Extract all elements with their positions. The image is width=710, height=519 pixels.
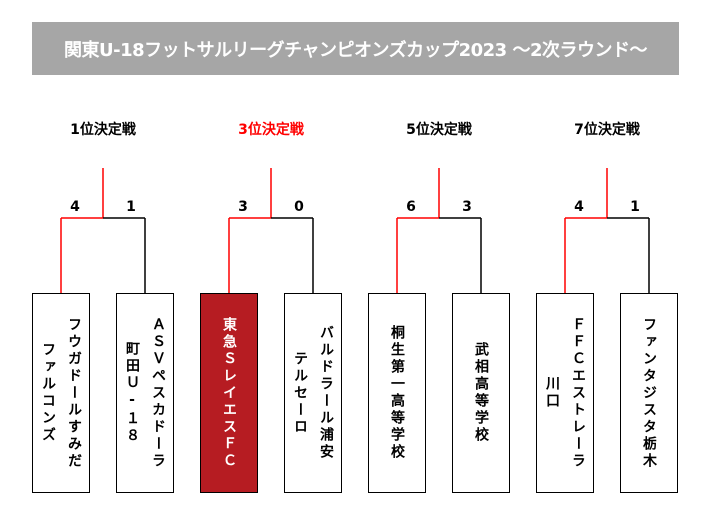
match-heading: 7位決定戦	[574, 122, 640, 138]
team-box: ＡＳＶペスカドーラ町田Ｕ-１８	[116, 293, 174, 493]
score-label: 3	[462, 199, 472, 215]
team-name: 武相高等学校	[473, 342, 489, 444]
match-heading: 5位決定戦	[406, 122, 472, 138]
score-label: 0	[294, 199, 304, 215]
page-title: 関東U-18フットサルリーグチャンピオンズカップ2023 ～2次ラウンド～	[32, 22, 679, 75]
team-name: フウガドールすみだファルコンズ	[40, 316, 82, 470]
team-name: ＡＳＶペスカドーラ町田Ｕ-１８	[124, 316, 166, 470]
score-label: 3	[238, 199, 248, 215]
team-name: 東急ＳレイエスＦＣ	[221, 316, 237, 470]
team-box: 武相高等学校	[452, 293, 510, 493]
score-label: 1	[630, 199, 640, 215]
team-box: フウガドールすみだファルコンズ	[32, 293, 90, 493]
score-label: 6	[406, 199, 416, 215]
match-heading: 3位決定戦	[238, 122, 304, 138]
team-name: ＦＦＣエストレーラ川口	[544, 316, 586, 470]
team-box: 東急ＳレイエスＦＣ	[200, 293, 258, 493]
team-box: ＦＦＣエストレーラ川口	[536, 293, 594, 493]
team-box: バルドラール浦安テルセーロ	[284, 293, 342, 493]
team-name: ファンタジスタ栃木	[641, 316, 657, 470]
team-box: 桐生第一高等学校	[368, 293, 426, 493]
team-name: 桐生第一高等学校	[389, 325, 405, 461]
score-label: 4	[70, 199, 80, 215]
match-heading: 1位決定戦	[70, 122, 136, 138]
score-label: 4	[574, 199, 584, 215]
score-label: 1	[126, 199, 136, 215]
team-name: バルドラール浦安テルセーロ	[292, 325, 334, 461]
team-box: ファンタジスタ栃木	[620, 293, 678, 493]
